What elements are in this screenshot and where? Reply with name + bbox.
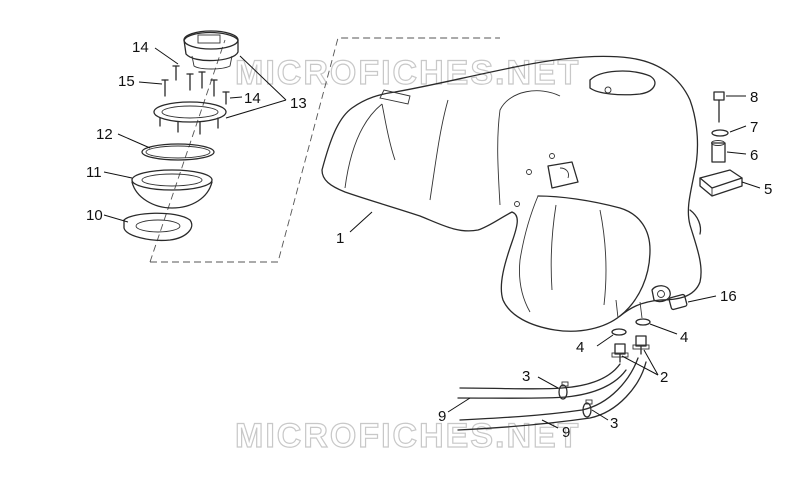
rubber-mount-block [699, 169, 743, 197]
fuel-hose-lower [457, 357, 647, 431]
o-ring-left [611, 328, 627, 336]
callout-15: 15 [118, 73, 135, 90]
callout-11: 11 [86, 164, 102, 181]
callout-2: 2 [660, 369, 668, 386]
callout-14-upper: 14 [132, 39, 149, 56]
callout-12: 12 [96, 126, 113, 143]
washer [711, 129, 729, 137]
callout-10: 10 [86, 207, 103, 224]
flange-gasket [123, 212, 193, 242]
cap-flange-ring [153, 101, 227, 135]
leader-lines [103, 47, 761, 429]
filler-neck [131, 169, 213, 209]
watermark-bottom: MICROFICHES.NET [235, 417, 580, 455]
callout-5: 5 [764, 181, 772, 198]
tank-mount-bolt [713, 91, 725, 123]
group-boundary-left [149, 39, 226, 263]
hose-fitting-right [632, 335, 650, 355]
callout-13: 13 [290, 95, 307, 112]
watermark-top: MICROFICHES.NET [235, 54, 580, 92]
callout-9-right: 9 [562, 424, 570, 441]
gasket-ring [141, 143, 215, 161]
callout-4-left: 4 [576, 339, 584, 356]
fuel-tank [321, 55, 702, 332]
callout-16: 16 [720, 288, 737, 305]
callout-9-left: 9 [438, 408, 446, 425]
fuel-cap-top [183, 30, 239, 70]
callout-8: 8 [750, 89, 758, 106]
hose-clamp-upper [558, 381, 569, 400]
callout-14-lower: 14 [244, 90, 261, 107]
spacer-bushing [711, 140, 726, 163]
callout-1: 1 [336, 230, 344, 247]
fuel-hose-upper [457, 363, 627, 399]
hose-clamp-lower [582, 399, 593, 418]
callout-7: 7 [750, 119, 758, 136]
hose-fitting-left [611, 343, 629, 363]
callout-4-right: 4 [680, 329, 688, 346]
callout-3-upper: 3 [522, 368, 530, 385]
o-ring-right [635, 318, 651, 326]
drain-plug [668, 293, 688, 311]
group-boundary [150, 37, 500, 263]
callout-6: 6 [750, 147, 758, 164]
cap-screws [161, 65, 230, 105]
callout-3-lower: 3 [610, 415, 618, 432]
